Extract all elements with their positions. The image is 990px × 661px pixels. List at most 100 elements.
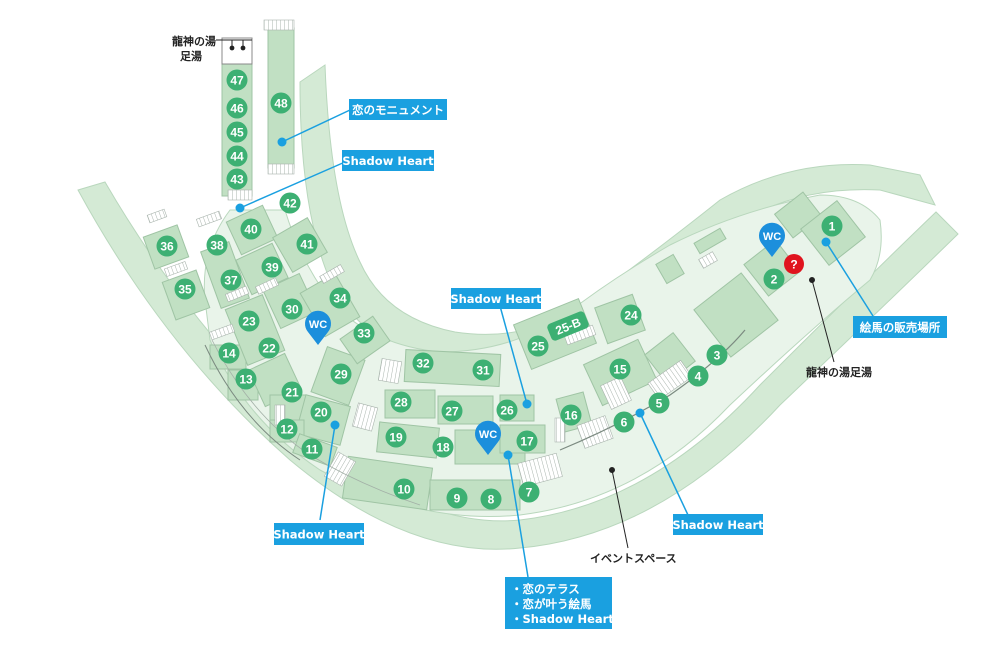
stall-number: 5 [656,396,663,410]
stall-47[interactable]: 47 [226,69,248,91]
stall-25b[interactable]: 25-B [546,310,590,342]
label-event-space: イベントスペース [590,552,677,565]
wc-pin-left[interactable]: WC [305,310,331,345]
stall-26[interactable]: 26 [496,399,518,421]
stall-34[interactable]: 34 [329,287,351,309]
stall-42[interactable]: 42 [279,192,301,214]
stall-15[interactable]: 15 [609,358,631,380]
stall-badge [390,391,412,413]
stall-number: 14 [222,346,236,360]
stall-badge [329,287,351,309]
stall-40[interactable]: 40 [240,218,262,240]
stall-6[interactable]: 6 [613,411,635,433]
stall-38[interactable]: 38 [206,234,228,256]
stall-badge [258,337,280,359]
stall-number: 31 [476,363,490,377]
stall-badge [620,304,642,326]
stall-12[interactable]: 12 [276,418,298,440]
stall-1[interactable]: 1 [821,215,843,237]
stall-17[interactable]: 17 [516,430,538,452]
stall-25[interactable]: 25 [527,335,549,357]
stall-8[interactable]: 8 [480,488,502,510]
stall-22[interactable]: 22 [258,337,280,359]
stall-37[interactable]: 37 [220,269,242,291]
footbath-box [221,37,253,65]
deck-areas [142,191,866,511]
stall-44[interactable]: 44 [226,145,248,167]
callout-ema-shop[interactable]: 絵馬の販売場所 [853,316,947,338]
stall-number: 28 [394,395,408,409]
label-footbath-top: 龍神の湯 [172,34,216,48]
stall-number: 25 [531,339,545,353]
stall-number: 1 [829,219,836,233]
stall-badge [218,342,240,364]
info-marker[interactable]: ? [784,254,804,274]
callout-shadow-heart-top[interactable]: Shadow Heart [342,150,434,171]
stall-badge [226,69,248,91]
stall-18[interactable]: 18 [432,436,454,458]
callout-monument[interactable]: 恋のモニュメント [349,99,447,120]
stall-27[interactable]: 27 [441,400,463,422]
stall-14[interactable]: 14 [218,342,240,364]
stall-29[interactable]: 29 [330,363,352,385]
stall-2[interactable]: 2 [763,268,785,290]
stall-11[interactable]: 11 [301,438,323,460]
stall-number: 12 [280,422,294,436]
stall-23[interactable]: 23 [238,310,260,332]
wc-pin-right[interactable]: WC [759,222,785,257]
stall-10[interactable]: 10 [393,478,415,500]
stall-7[interactable]: 7 [518,481,540,503]
stall-21[interactable]: 21 [281,381,303,403]
stall-43[interactable]: 43 [226,168,248,190]
stall-badge [156,235,178,257]
stall-badge [432,436,454,458]
svg-text:Shadow Heart: Shadow Heart [342,154,434,168]
stall-3[interactable]: 3 [706,344,728,366]
stall-badge [296,233,318,255]
stall-41[interactable]: 41 [296,233,318,255]
footbath-marker [216,39,252,51]
stall-badge [763,268,785,290]
stall-16[interactable]: 16 [560,404,582,426]
stall-46[interactable]: 46 [226,97,248,119]
stall-number: 27 [445,404,459,418]
svg-text:Shadow Heart: Shadow Heart [273,528,365,542]
stall-number: 45 [230,125,244,139]
stall-48[interactable]: 48 [270,92,292,114]
stall-9[interactable]: 9 [446,487,468,509]
stall-badge [235,368,257,390]
stall-24[interactable]: 24 [620,304,642,326]
stall-35[interactable]: 35 [174,278,196,300]
stall-39[interactable]: 39 [261,256,283,278]
callout-shadow-heart-center[interactable]: Shadow Heart [450,288,542,309]
stall-32[interactable]: 32 [412,352,434,374]
stall-20[interactable]: 20 [310,401,332,423]
callout-shadow-heart-right[interactable]: Shadow Heart [672,514,764,535]
stall-36[interactable]: 36 [156,235,178,257]
stall-badge [527,335,549,357]
stall-5[interactable]: 5 [648,392,670,414]
stall-badge [472,359,494,381]
stall-badge [281,381,303,403]
stall-badge [226,121,248,143]
wc-pin-center[interactable]: WC [475,420,501,455]
callout-shadow-heart-left[interactable]: Shadow Heart [273,523,365,545]
stall-badge [687,365,709,387]
callout-terrace[interactable]: ・恋のテラス ・恋が叶う絵馬 ・Shadow Heart [505,577,614,629]
stall-number: 22 [262,341,276,355]
stall-badge [238,310,260,332]
stall-33[interactable]: 33 [353,322,375,344]
stall-number: 41 [300,237,314,251]
stall-badge [240,218,262,240]
stall-13[interactable]: 13 [235,368,257,390]
stall-4[interactable]: 4 [687,365,709,387]
stall-number: 7 [526,485,533,499]
stall-30[interactable]: 30 [281,298,303,320]
stall-31[interactable]: 31 [472,359,494,381]
stall-19[interactable]: 19 [385,426,407,448]
wc-label: WC [479,429,497,441]
stall-number: 33 [357,326,371,340]
stall-45[interactable]: 45 [226,121,248,143]
stall-28[interactable]: 28 [390,391,412,413]
